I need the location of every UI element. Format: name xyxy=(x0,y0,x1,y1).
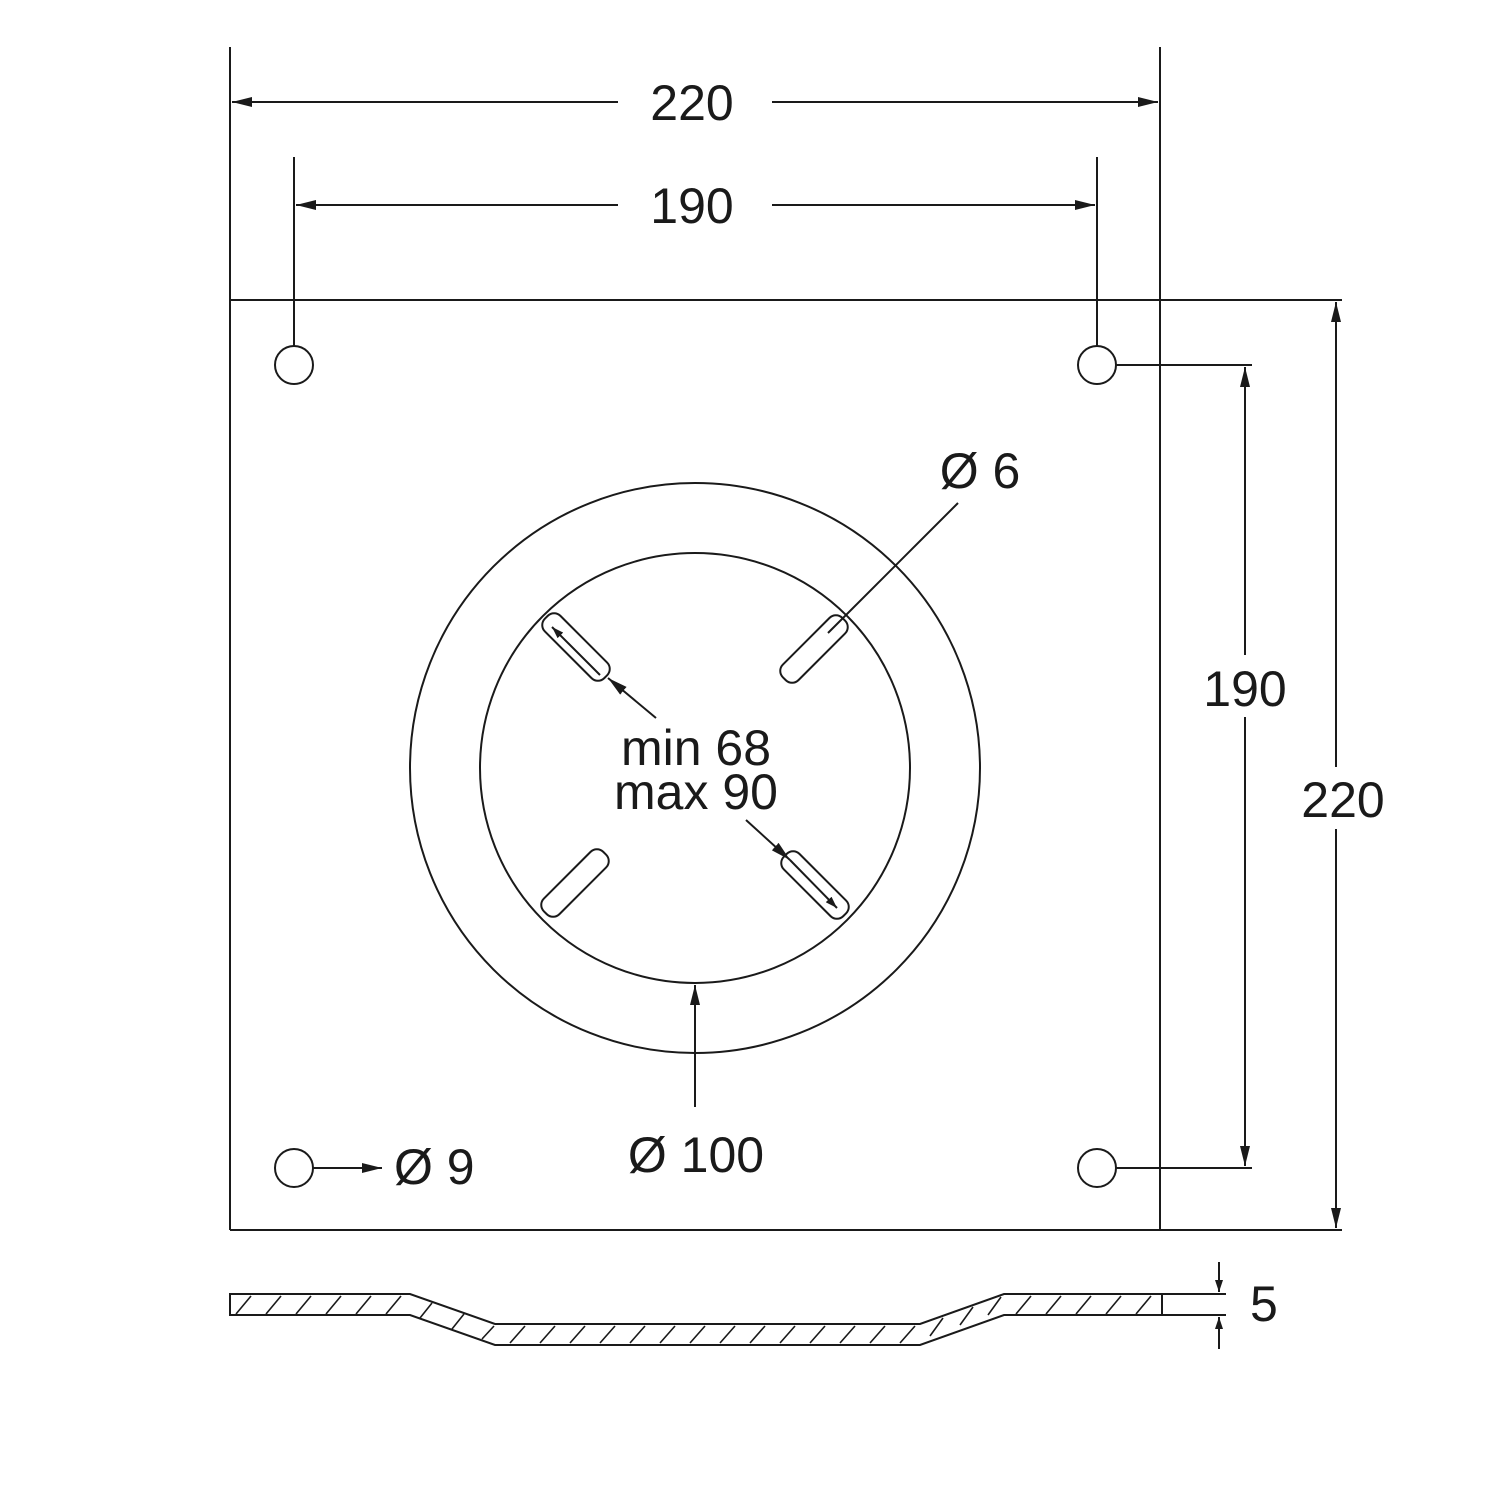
dim-center-diameter: Ø 100 xyxy=(628,985,764,1183)
dim-slot-diameter: Ø 6 xyxy=(827,443,1021,634)
dim-plate-width-label: 220 xyxy=(650,75,733,131)
plate-cross-section xyxy=(229,1293,1163,1346)
dim-corner-hole-diameter: Ø 9 xyxy=(313,1139,475,1195)
dim-slot-range: min 68 max 90 xyxy=(551,626,838,909)
dim-plate-width: 220 xyxy=(232,75,1158,131)
dim-hole-spacing-vertical: 190 xyxy=(1116,364,1300,1169)
dim-plate-thickness: 5 xyxy=(1162,1262,1278,1349)
section-hatching xyxy=(235,1295,1152,1344)
dim-hole-spacing-vertical-label: 190 xyxy=(1203,661,1286,717)
dim-plate-height-label: 220 xyxy=(1301,772,1384,828)
dim-plate-thickness-label: 5 xyxy=(1250,1276,1278,1332)
dim-corner-hole-diameter-label: Ø 9 xyxy=(394,1139,475,1195)
dim-hole-spacing-horizontal: 190 xyxy=(293,157,1098,346)
inner-ring xyxy=(479,552,911,984)
dim-center-diameter-label: Ø 100 xyxy=(628,1127,764,1183)
dim-hole-spacing-horizontal-label: 190 xyxy=(650,178,733,234)
dim-plate-height: 220 xyxy=(1160,299,1394,1231)
slot-bottom-left xyxy=(540,848,610,918)
corner-hole-top-left xyxy=(274,345,314,385)
corner-hole-bottom-right xyxy=(1077,1148,1117,1188)
slot-top-left xyxy=(541,612,611,682)
dim-slot-range-max-label: max 90 xyxy=(614,764,778,820)
plate-top-view xyxy=(229,47,1161,1231)
slot-top-right xyxy=(779,614,849,684)
corner-hole-top-right xyxy=(1077,345,1117,385)
corner-hole-bottom-left xyxy=(274,1148,314,1188)
dim-slot-range-min-label: min 68 xyxy=(621,720,771,776)
dim-slot-diameter-label: Ø 6 xyxy=(940,443,1021,499)
